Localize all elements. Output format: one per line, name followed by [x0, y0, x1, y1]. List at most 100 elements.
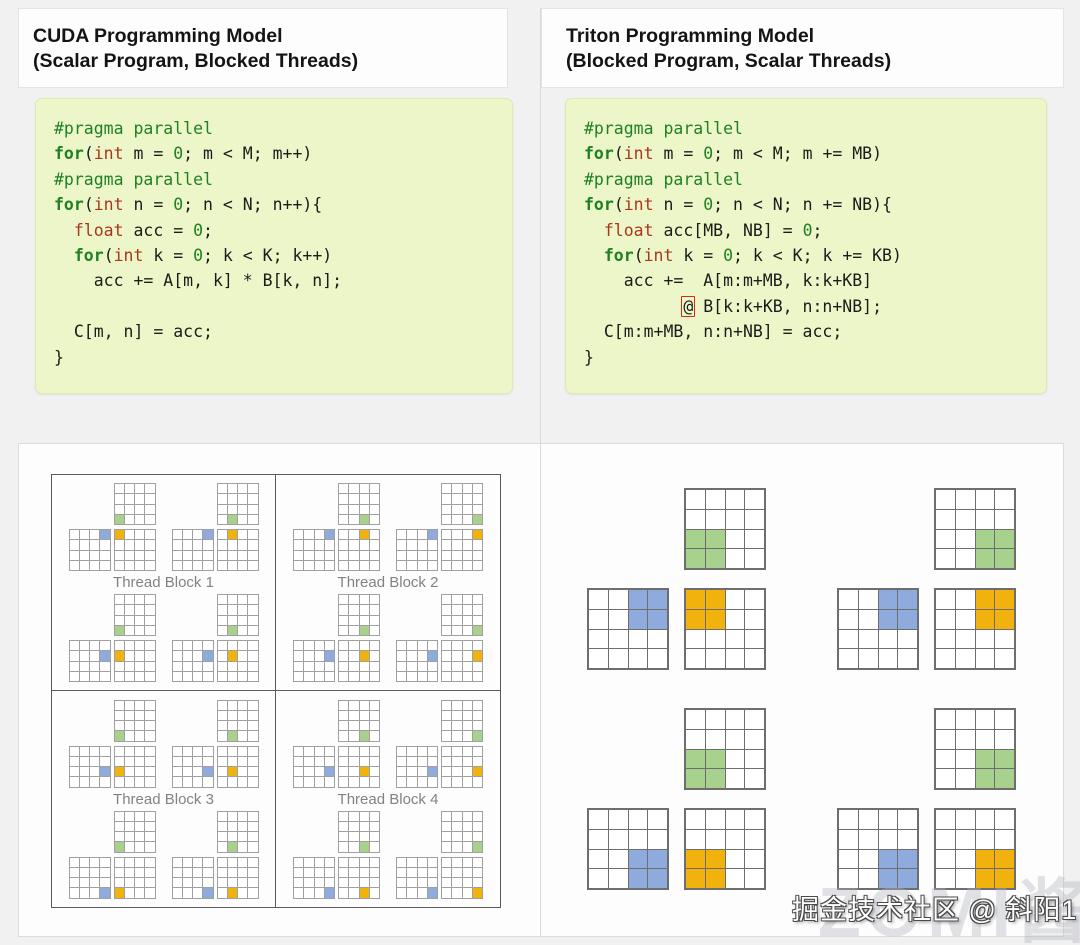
- matrix-cell: [314, 777, 324, 787]
- matrix-cell: [359, 746, 369, 756]
- matrix-cell: [193, 767, 203, 777]
- matrix-cell: [975, 549, 995, 568]
- matrix-a-grid: [293, 745, 335, 788]
- matrix-cell: [135, 710, 145, 720]
- matrix-cell: [725, 729, 745, 749]
- matrix-cell: [725, 490, 745, 509]
- code-token: 0: [802, 220, 813, 240]
- matrix-cell: [90, 857, 100, 867]
- watermark-text: 掘金技术社区 @ 斜阳1: [792, 895, 1078, 925]
- matrix-cell: [427, 671, 437, 681]
- matrix-cell: [397, 550, 407, 560]
- matrix-cell: [417, 671, 427, 681]
- matrix-cell: [294, 878, 304, 888]
- code-line: acc += A[m:m+MB, k:k+KB]: [584, 268, 1036, 293]
- matrix-cell: [324, 671, 334, 681]
- matrix-cell: [427, 641, 437, 651]
- matrix-cell: [238, 550, 248, 560]
- matrix-cell: [193, 651, 203, 661]
- matrix-a-grid: [587, 808, 669, 890]
- matrix-cell: [135, 832, 145, 842]
- matrix-cell: [217, 671, 227, 681]
- matrix-cell: [442, 625, 452, 635]
- code-line: for(int n = 0; n < N; n++){: [54, 192, 502, 217]
- matrix-cell: [114, 731, 124, 741]
- matrix-cell: [100, 746, 110, 756]
- matrix-cell: [182, 540, 192, 550]
- matrix-cell: [114, 700, 124, 710]
- matrix-cell: [227, 746, 237, 756]
- matrix-cell: [452, 767, 462, 777]
- matrix-cell: [135, 595, 145, 605]
- matrix-cell: [975, 529, 995, 549]
- matrix-cell: [227, 504, 237, 514]
- matrix-cell: [172, 530, 182, 540]
- code-token: C[m:m+MB, n:n+NB] = acc;: [584, 322, 843, 342]
- matrix-cell: [193, 560, 203, 570]
- matrix-cell: [182, 550, 192, 560]
- matrix-cell: [407, 867, 417, 877]
- matrix-cell: [427, 651, 437, 661]
- matrix-c-grid: [684, 808, 766, 890]
- matrix-cell: [705, 749, 725, 769]
- matrix-c-grid: [441, 745, 483, 788]
- matrix-cell: [427, 867, 437, 877]
- matrix-cell: [936, 749, 955, 769]
- matrix-cell: [359, 767, 369, 777]
- code-token: ;: [812, 220, 823, 240]
- matrix-cell: [955, 590, 975, 609]
- matrix-cell: [995, 629, 1014, 649]
- matrix-cell: [452, 550, 462, 560]
- matrix-cell: [936, 769, 955, 788]
- matrix-cell: [407, 641, 417, 651]
- matrix-cell: [294, 777, 304, 787]
- matrix-cell: [369, 777, 379, 787]
- matrix-cell: [349, 671, 359, 681]
- matrix-cell: [442, 530, 452, 540]
- matrix-a-grid: [396, 640, 438, 682]
- matrix-cell: [193, 756, 203, 766]
- matrix-cell: [442, 484, 452, 494]
- matrix-cell: [135, 651, 145, 661]
- matrix-cell: [839, 590, 858, 609]
- matrix-cell: [124, 821, 134, 831]
- matrix-cell: [238, 777, 248, 787]
- matrix-cell: [472, 661, 482, 671]
- matrix-cell: [135, 641, 145, 651]
- matrix-cell: [227, 605, 237, 615]
- code-line: #pragma parallel: [584, 167, 1036, 192]
- matrix-cell: [182, 671, 192, 681]
- matrix-cell: [442, 756, 452, 766]
- matrix-cell: [442, 821, 452, 831]
- matrix-cell: [462, 540, 472, 550]
- matrix-cell: [359, 494, 369, 504]
- matrix-cell: [238, 821, 248, 831]
- code-token: for: [584, 144, 614, 164]
- matrix-cell: [69, 756, 79, 766]
- matrix-cell: [69, 661, 79, 671]
- matrix-cell: [182, 878, 192, 888]
- matrix-cell: [217, 700, 227, 710]
- matrix-cell: [145, 756, 155, 766]
- matrix-cell: [452, 494, 462, 504]
- matrix-cell: [359, 484, 369, 494]
- matrix-cell: [686, 629, 705, 649]
- matrix-cell: [705, 629, 725, 649]
- matrix-cell: [359, 731, 369, 741]
- matrix-cell: [145, 514, 155, 524]
- matrix-b-grid: [684, 708, 766, 790]
- matrix-cell: [995, 869, 1014, 888]
- matrix-cell: [349, 560, 359, 570]
- matrix-cell: [349, 756, 359, 766]
- matrix-cell: [369, 867, 379, 877]
- matrix-cell: [472, 767, 482, 777]
- matrix-cell: [238, 857, 248, 867]
- matrix-cell: [359, 842, 369, 852]
- matrix-cell: [608, 590, 628, 609]
- matrix-cell: [124, 867, 134, 877]
- matrix-cell: [145, 671, 155, 681]
- matrix-cell: [324, 777, 334, 787]
- matrix-cell: [725, 749, 745, 769]
- matrix-cell: [725, 810, 745, 829]
